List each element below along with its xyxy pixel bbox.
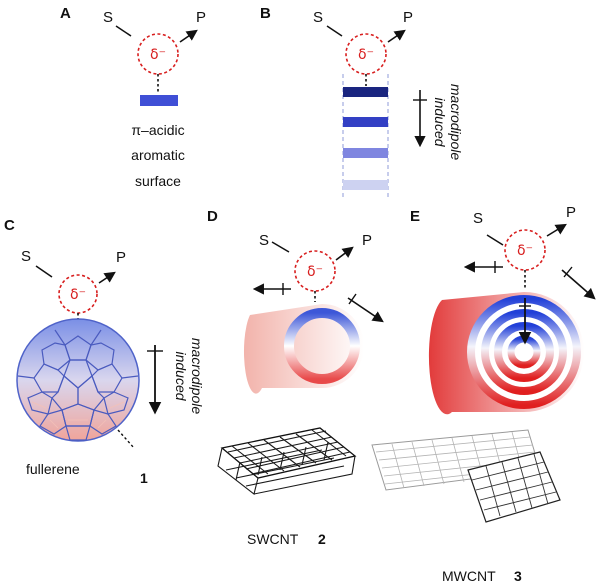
dipole-arrow-right [347, 297, 384, 323]
substrate-label: S [313, 9, 323, 26]
fullerene-sphere [16, 318, 140, 442]
tube-mouth-ring [284, 308, 360, 384]
tube-side [243, 304, 364, 394]
fullerene-inner-bonds [31, 401, 125, 429]
stack-layer-4 [343, 180, 388, 190]
substrate-label: S [473, 210, 483, 227]
dipole-label-line2: macrodipole [189, 338, 205, 414]
swcnt-tube [243, 304, 364, 394]
mwcnt-tube [428, 292, 584, 415]
tube-ring-2 [481, 309, 567, 395]
stack-layer-2 [343, 117, 388, 127]
substrate-bond [326, 25, 343, 37]
surface-caption-line2: aromatic [131, 147, 185, 163]
mwcnt-number: 3 [514, 568, 522, 584]
fullerene-leader [117, 429, 135, 449]
dipole-label-line1: induced [432, 97, 448, 147]
product-arrow [335, 246, 354, 261]
fullerene-cage [17, 329, 139, 441]
dipole-crossbar-right [348, 293, 357, 305]
stack-layer-3 [343, 148, 388, 158]
product-label: P [362, 232, 372, 249]
swcnt-number: 2 [318, 531, 326, 547]
product-arrow [98, 271, 116, 284]
swcnt-name: SWCNT [247, 531, 299, 547]
panel-a: A S P δ⁻ π–acidic aromatic surface [60, 5, 206, 189]
panel-c-letter: C [4, 217, 15, 234]
product-arrow [546, 223, 567, 237]
aromatic-surface [140, 95, 178, 106]
substrate-label: S [259, 232, 269, 249]
product-label: P [566, 204, 576, 221]
charge-circle [504, 229, 546, 271]
fullerene-name: fullerene [26, 461, 80, 477]
charge-circle [294, 250, 336, 292]
panel-d-letter: D [207, 208, 218, 225]
stack-layer-1 [343, 87, 388, 97]
swcnt-structure [217, 427, 357, 495]
product-arrow [179, 29, 198, 43]
charge-label: δ⁻ [517, 243, 533, 259]
panel-b-letter: B [260, 5, 271, 22]
panel-b: B S P δ⁻ induced macrodipole [260, 5, 464, 198]
substrate-bond [271, 241, 290, 253]
substrate-label: S [21, 248, 31, 265]
dipole-label-line1: induced [173, 351, 189, 401]
substrate-bond [35, 265, 53, 278]
product-label: P [196, 9, 206, 26]
mwcnt-name: MWCNT [442, 568, 496, 584]
tube-ring-1 [467, 295, 581, 409]
panel-e: E S P δ⁻ MWCNT 3 [371, 204, 596, 584]
fullerene-number: 1 [140, 470, 148, 486]
fullerene-body [16, 318, 140, 442]
charge-label: δ⁻ [150, 47, 166, 63]
dipole-arrow-right [561, 269, 596, 300]
surface-caption-line3: surface [135, 173, 181, 189]
surface-caption-line1: π–acidic [131, 122, 184, 138]
product-arrow [387, 29, 406, 43]
charge-circle [345, 33, 387, 75]
substrate-bond [115, 25, 132, 37]
charge-label: δ⁻ [70, 287, 86, 303]
product-label: P [403, 9, 413, 26]
mwcnt-structure [371, 429, 561, 523]
charge-circle [137, 33, 179, 75]
charge-label: δ⁻ [307, 264, 323, 280]
panel-c: C S P δ⁻ [4, 217, 205, 486]
product-label: P [116, 249, 126, 266]
panel-a-letter: A [60, 5, 71, 22]
tube-ring-3 [494, 322, 554, 382]
substrate-label: S [103, 9, 113, 26]
dipole-crossbar-right [563, 266, 573, 278]
charge-label: δ⁻ [358, 47, 374, 63]
dipole-label-line2: macrodipole [448, 84, 464, 160]
substrate-bond [486, 234, 504, 246]
panel-d: D S P δ⁻ SWCNT 2 [207, 208, 384, 547]
panel-e-letter: E [410, 208, 420, 225]
